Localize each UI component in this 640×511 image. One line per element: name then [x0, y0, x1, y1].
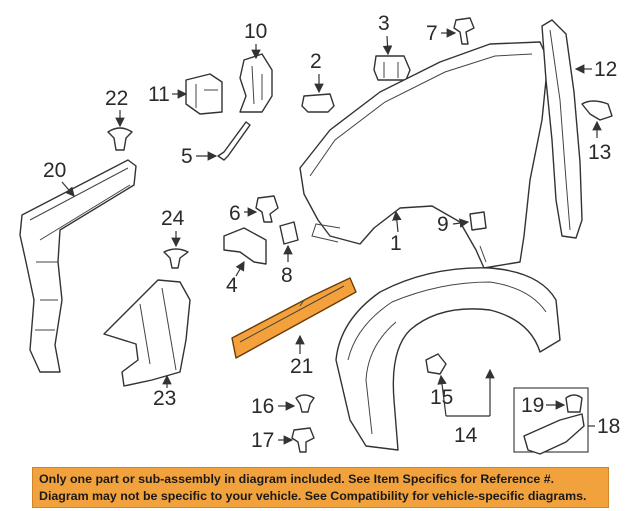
callout-12: 12 — [594, 58, 617, 81]
callout-11: 11 — [148, 83, 170, 106]
callout-10: 10 — [244, 20, 267, 43]
bolt-17-part — [291, 427, 315, 453]
callout-23: 23 — [153, 387, 176, 410]
support-rod-part — [217, 121, 251, 161]
callout-13: 13 — [588, 141, 611, 164]
callout-22: 22 — [105, 87, 128, 110]
callout-2: 2 — [310, 50, 322, 73]
fender-trim-strip-part — [541, 19, 583, 239]
splash-shield-part — [103, 279, 191, 387]
callout-19: 19 — [521, 394, 544, 417]
clip-8-part — [279, 221, 299, 245]
callout-15: 15 — [430, 386, 453, 409]
fender-panel-part — [299, 41, 549, 269]
callout-17: 17 — [251, 429, 274, 452]
highlighted-seal-part-21 — [231, 277, 357, 359]
fender-bracket-11-part — [185, 73, 223, 115]
bolt-7-part — [453, 17, 475, 45]
wheelhouse-liner-part — [335, 267, 561, 451]
bolt-6-part — [255, 195, 279, 223]
callout-8: 8 — [281, 264, 293, 287]
fastener-13-part — [581, 100, 613, 121]
notice-banner: Only one part or sub-assembly in diagram… — [32, 467, 609, 508]
part-18-group-box — [513, 387, 589, 455]
bracket-4-part — [223, 227, 267, 265]
retainer-clip-2-part — [301, 93, 335, 113]
notice-line-1: Only one part or sub-assembly in diagram… — [39, 472, 555, 486]
callout-20: 20 — [43, 159, 66, 182]
callout-5: 5 — [181, 145, 193, 168]
callout-24: 24 — [161, 207, 185, 230]
callout-7: 7 — [426, 22, 438, 45]
fender-bracket-10-part — [239, 53, 273, 113]
callout-18: 18 — [597, 415, 620, 438]
push-clip-part — [107, 127, 133, 151]
callout-16: 16 — [251, 395, 274, 418]
clip-15-part — [425, 353, 447, 375]
callout-1: 1 — [390, 232, 402, 255]
callout-6: 6 — [229, 202, 241, 225]
fender-support-bracket-part — [19, 159, 137, 373]
leader-lines — [61, 28, 602, 445]
screw-16-part — [295, 394, 315, 413]
retainer-clip-3-part — [373, 55, 411, 81]
callout-4: 4 — [226, 274, 238, 297]
nut-clip-9-part — [469, 211, 487, 231]
notice-line-2: Diagram may not be specific to your vehi… — [39, 489, 587, 503]
callout-14: 14 — [454, 424, 478, 447]
callout-3: 3 — [378, 12, 390, 35]
push-pin-24-part — [163, 248, 189, 269]
callout-9: 9 — [437, 213, 449, 236]
callout-21: 21 — [290, 355, 313, 378]
